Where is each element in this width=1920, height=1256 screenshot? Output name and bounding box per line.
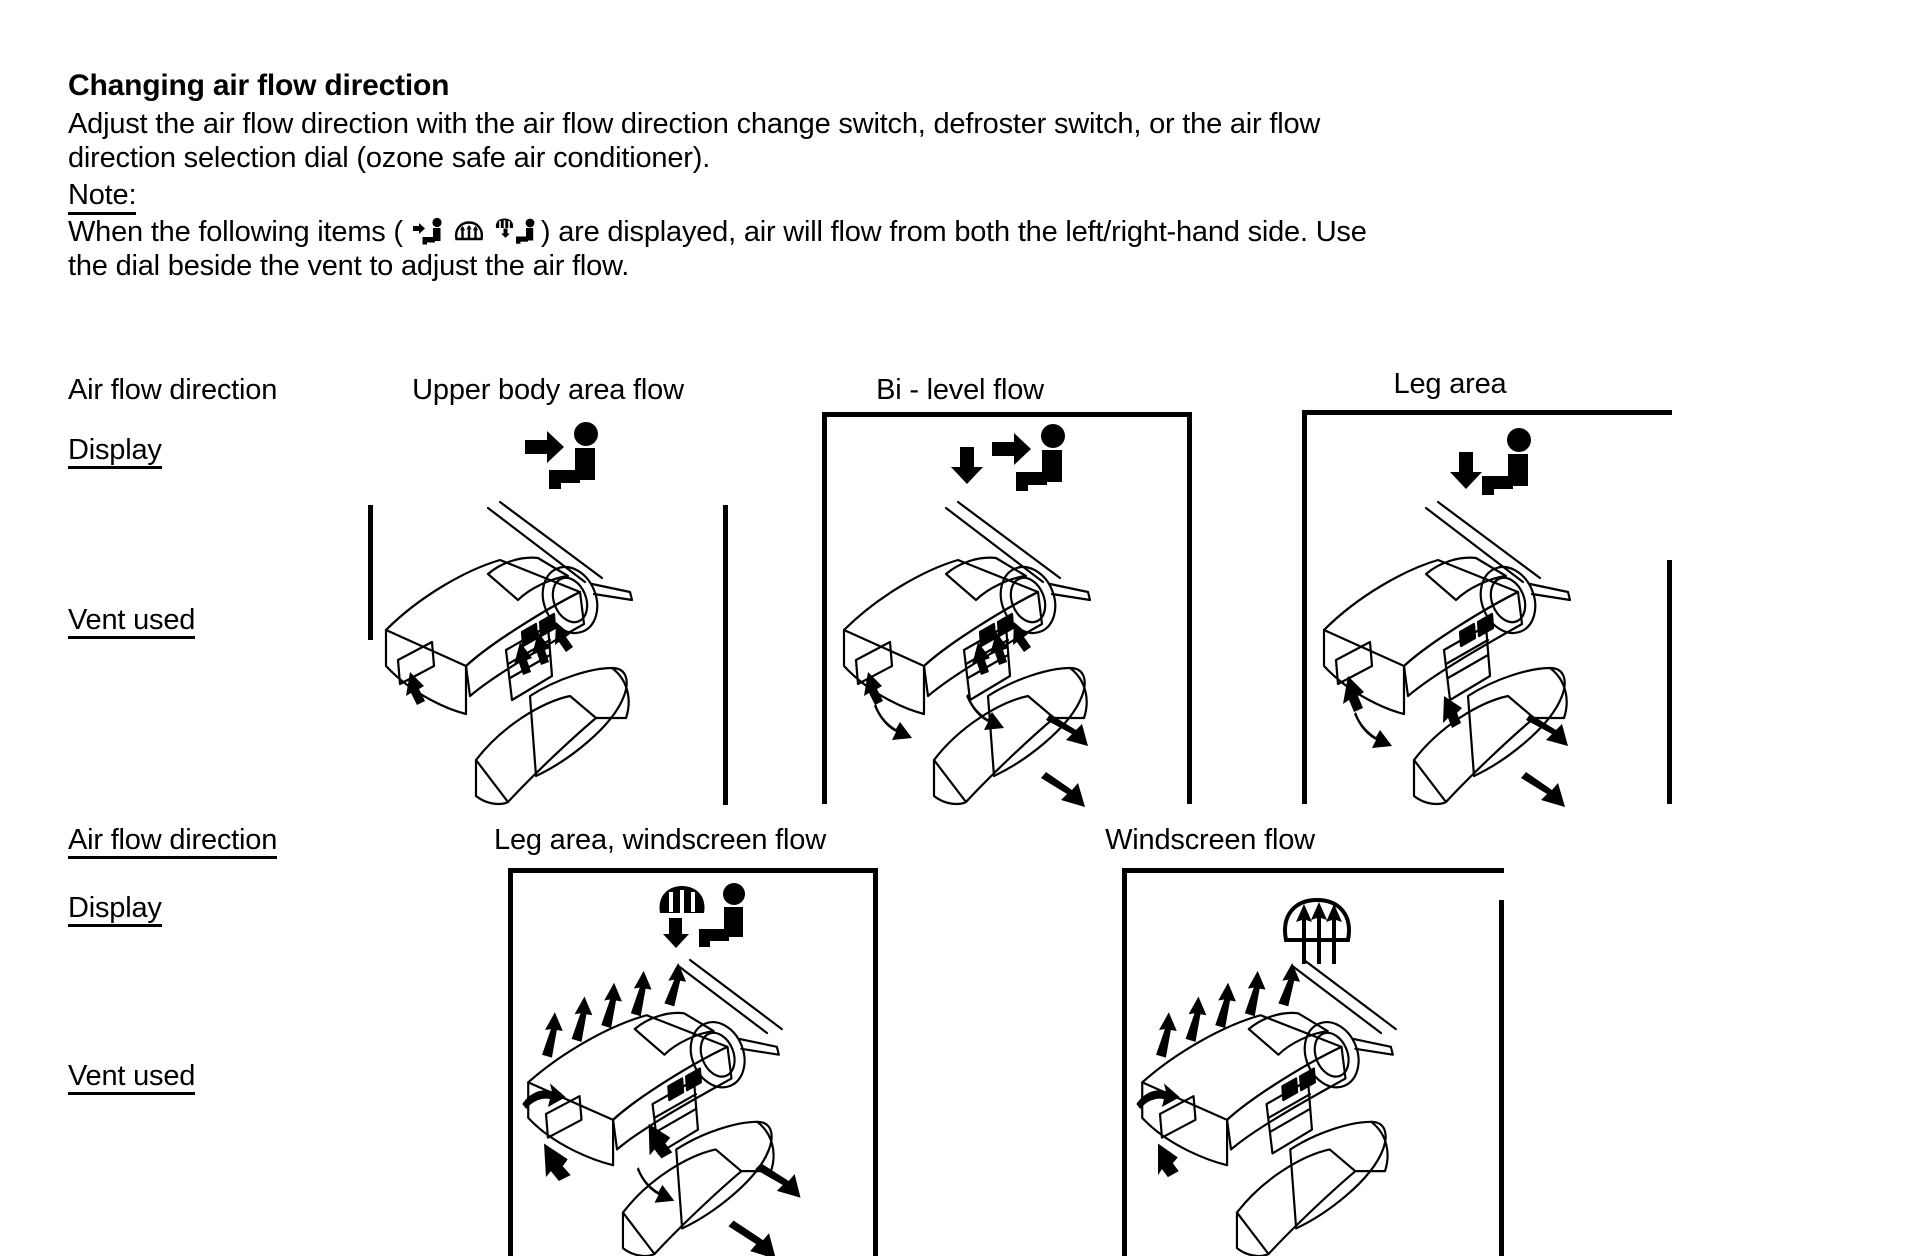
- cell-rule-right-col3: [1667, 560, 1672, 804]
- note-line-1: When the following items ( ) are displaye…: [68, 215, 1728, 250]
- cell-rule-left-col1: [368, 505, 373, 640]
- windscreen-defroster-icon: [450, 217, 488, 247]
- seat-with-right-and-down-arrow-icon: [950, 424, 1080, 505]
- column-title-leg-area-windscreen-flow: Leg area, windscreen flow: [494, 824, 826, 856]
- cell-rule-left-col2: [822, 412, 827, 804]
- cell-rule-left-col3: [1302, 410, 1307, 804]
- row-label-vent-used-1: Vent used: [68, 604, 195, 640]
- cell-rule-top-col2: [822, 412, 1192, 417]
- cell-rule-top-row2-col2: [1122, 868, 1504, 873]
- dashboard-leg-windscreen-vent-illustration: [518, 958, 868, 1256]
- row-label-air-flow-direction-2: Air flow direction: [68, 824, 277, 860]
- note-text-part-2: ) are displayed, air will flow from both…: [540, 215, 1367, 248]
- note-line-2: the dial beside the vent to adjust the a…: [68, 250, 630, 283]
- note-label-wrapper: Note:: [68, 178, 1728, 215]
- cell-rule-right-col2: [1187, 412, 1192, 804]
- cell-rule-left-row2-col2: [1122, 868, 1127, 1256]
- row-label-vent-used-2: Vent used: [68, 1060, 195, 1096]
- windscreen-and-seat-down-arrow-icon: [638, 880, 758, 965]
- dashboard-leg-area-vent-illustration: [1318, 500, 1663, 810]
- cell-rule-right-row2-col2: [1499, 900, 1504, 1256]
- column-title-upper-body-area-flow: Upper body area flow: [412, 374, 684, 406]
- cell-rule-top-col3: [1302, 410, 1672, 415]
- column-title-windscreen-flow: Windscreen flow: [1105, 824, 1315, 856]
- column-title-leg-area: Leg area: [1393, 368, 1507, 400]
- intro-paragraph-line-2: direction selection dial (ozone safe air…: [68, 142, 711, 175]
- cell-rule-top-row2-col1: [508, 868, 878, 873]
- note-label: Note:: [68, 180, 137, 215]
- dashboard-upper-body-vent-illustration: [380, 500, 725, 810]
- cell-rule-left-row2-col1: [508, 868, 513, 1256]
- intro-text-block: Changing air flow direction Adjust the a…: [68, 68, 1728, 284]
- intro-paragraph-line-1: Adjust the air flow direction with the a…: [68, 107, 1321, 140]
- row-label-air-flow-direction-1: Air flow direction: [68, 374, 278, 406]
- seat-with-down-arrow-icon: [1437, 428, 1547, 506]
- column-title-bi-level-flow: Bi - level flow: [876, 374, 1044, 406]
- seat-with-right-arrow-icon: [513, 420, 613, 490]
- dashboard-bi-level-vent-illustration: [838, 500, 1183, 810]
- row-label-display-2: Display: [68, 892, 162, 928]
- dashboard-windscreen-vent-illustration: [1132, 958, 1482, 1256]
- cell-rule-right-col1: [723, 505, 728, 805]
- page-title: Changing air flow direction: [68, 69, 450, 102]
- leg-area-seat-icon: [406, 217, 444, 247]
- cell-rule-right-row2-col1: [873, 868, 878, 1256]
- windscreen-up-arrows-icon: [1272, 888, 1362, 968]
- note-text-part-1: When the following items (: [68, 215, 403, 248]
- row-label-display-1: Display: [68, 434, 162, 470]
- windscreen-and-leg-seat-icon: [494, 217, 538, 247]
